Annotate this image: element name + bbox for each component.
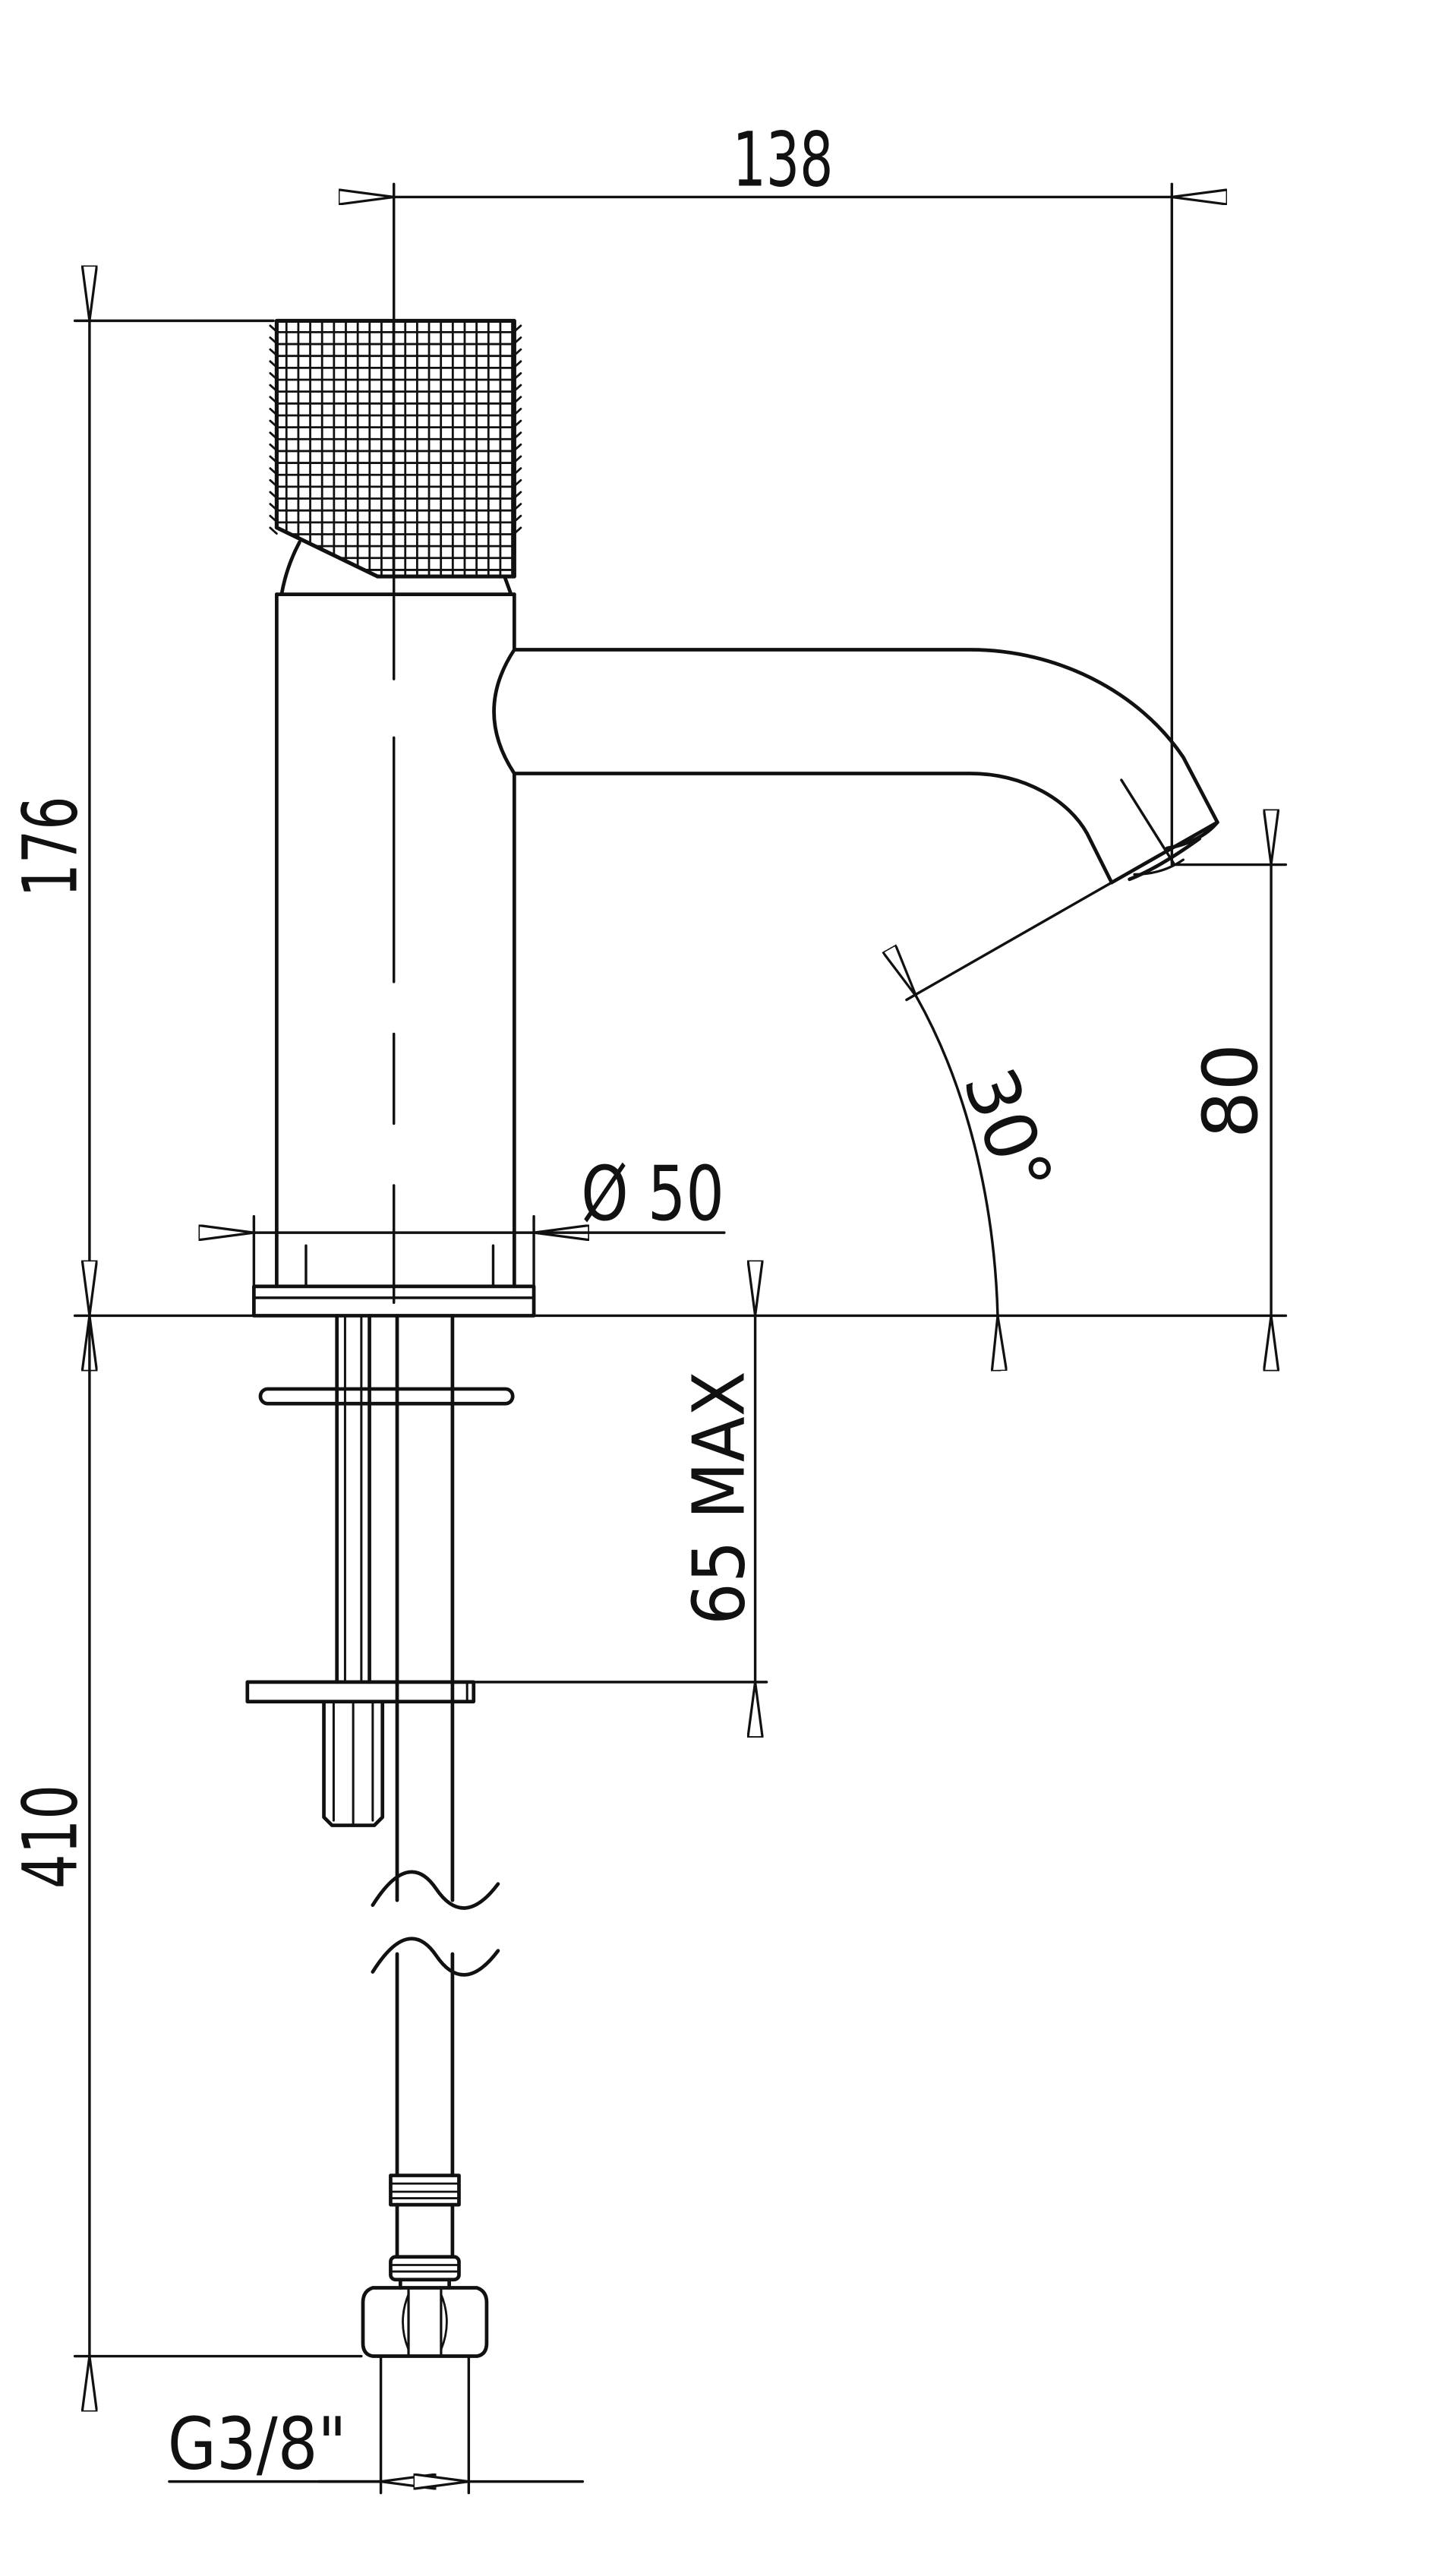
dimension-label-65-max: 65 MAX xyxy=(678,1371,762,1624)
hex-connector-nut xyxy=(361,2286,489,2358)
dimension-label-50: Ø 50 xyxy=(581,1151,724,1238)
hose-ferrule xyxy=(389,2174,461,2290)
fixing-nut xyxy=(322,1701,385,1827)
gasket-ring xyxy=(258,1387,515,1406)
break-line-top xyxy=(371,1870,500,1910)
dimension-arc-30 xyxy=(916,996,998,1315)
dimension-label-410: 410 xyxy=(8,1785,95,1889)
dimension-label-g3-8: G3/8" xyxy=(168,2402,347,2486)
dimension-label-30: 30° xyxy=(947,1058,1069,1206)
spout xyxy=(512,648,1219,885)
dimension-label-80: 80 xyxy=(1188,1043,1275,1139)
fixing-plate xyxy=(245,1680,476,1703)
supply-hose-lower xyxy=(395,1952,455,2177)
mounting-rod xyxy=(335,1314,371,1684)
dimension-label-138: 138 xyxy=(733,116,834,204)
faucet-body xyxy=(275,592,516,1289)
supply-hose-upper xyxy=(395,1314,455,1902)
angle-reference-line xyxy=(905,881,1113,1002)
knurled-handle xyxy=(269,318,522,579)
break-line-bottom xyxy=(371,1937,500,1977)
dimension-label-176: 176 xyxy=(8,796,95,897)
handle-collar xyxy=(279,540,513,596)
